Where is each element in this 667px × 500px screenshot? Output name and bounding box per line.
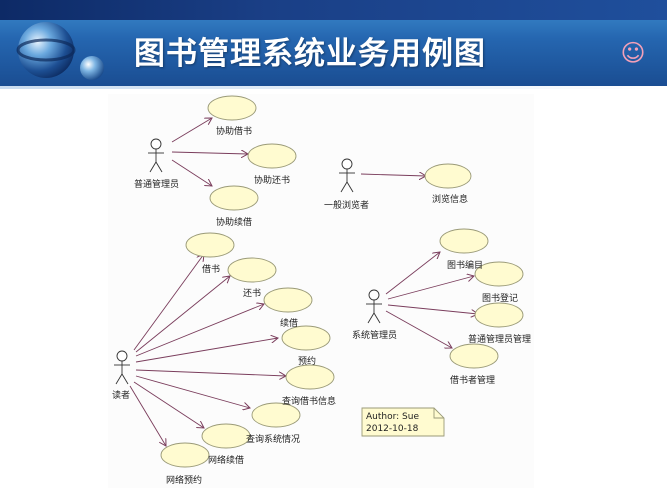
use-case-query-borrow bbox=[285, 364, 335, 390]
actor-admin-label: 系统管理员 bbox=[352, 329, 397, 341]
use-case-online-reserve-label: 网络预约 bbox=[166, 474, 202, 486]
actor-reader-figure bbox=[114, 350, 130, 385]
use-case-reserve bbox=[281, 325, 331, 351]
banner-top-stripe bbox=[0, 0, 667, 20]
assoc-reader-return bbox=[135, 276, 230, 353]
assoc-admin-manage-reader bbox=[385, 310, 452, 348]
assoc-librarian-borrow bbox=[171, 118, 212, 143]
slide-title: 图书管理系统业务用例图 bbox=[134, 36, 486, 72]
use-case-assist-renew bbox=[209, 185, 259, 211]
actor-browser-label: 一般浏览者 bbox=[324, 199, 369, 211]
assoc-browser-browse bbox=[360, 174, 426, 176]
use-case-assist-return-label: 协助还书 bbox=[254, 174, 290, 186]
use-case-manage-librarian-label: 普通管理员管理 bbox=[468, 333, 531, 345]
use-case-browse-info-label: 浏览信息 bbox=[432, 193, 468, 205]
use-case-assist-borrow bbox=[207, 95, 257, 121]
use-case-diagram: 普通管理员 一般浏览者 系统管理员 读者 协助借书 协助还书 协助续借 浏览信息… bbox=[112, 95, 531, 486]
use-case-register-label: 图书登记 bbox=[482, 293, 518, 304]
assoc-reader-borrow bbox=[133, 254, 204, 351]
smiley-icon: ☺ bbox=[620, 39, 646, 67]
note-date: 2012-10-18 bbox=[366, 424, 419, 434]
use-case-renew-label: 续借 bbox=[280, 317, 298, 329]
assoc-reader-online-reserve bbox=[129, 385, 166, 446]
assoc-librarian-renew bbox=[171, 159, 212, 186]
assoc-reader-reserve bbox=[135, 338, 278, 363]
use-case-borrow-label: 借书 bbox=[202, 263, 220, 275]
globe-icon bbox=[16, 22, 104, 80]
use-case-reserve-label: 预约 bbox=[298, 355, 316, 367]
use-case-manage-reader-label: 借书者管理 bbox=[450, 374, 495, 386]
actor-librarian-label: 普通管理员 bbox=[134, 178, 179, 190]
use-case-return-label: 还书 bbox=[243, 287, 261, 299]
use-case-browse-info bbox=[424, 163, 472, 189]
assoc-reader-renew bbox=[135, 304, 264, 357]
use-case-return bbox=[227, 257, 277, 283]
diagram-canvas: 普通管理员 一般浏览者 系统管理员 读者 协助借书 协助还书 协助续借 浏览信息… bbox=[108, 94, 534, 488]
use-case-online-renew bbox=[201, 423, 251, 449]
use-case-catalog-label: 图书编目 bbox=[447, 259, 483, 271]
use-case-assist-renew-label: 协助续借 bbox=[216, 216, 252, 228]
use-case-query-borrow-label: 查询借书信息 bbox=[282, 395, 336, 407]
use-case-register bbox=[474, 261, 524, 287]
use-case-query-system bbox=[251, 402, 301, 428]
author-note: Author: Sue 2012-10-18 bbox=[361, 407, 445, 437]
use-case-assist-return bbox=[247, 143, 297, 169]
assoc-admin-manage-librarian bbox=[387, 304, 478, 314]
assoc-reader-query-borrow bbox=[135, 369, 286, 376]
assoc-librarian-return bbox=[171, 152, 248, 154]
assoc-admin-catalog bbox=[385, 252, 440, 295]
actor-browser-figure bbox=[339, 158, 355, 193]
use-case-manage-librarian bbox=[474, 302, 524, 328]
assoc-reader-query-system bbox=[135, 375, 250, 408]
use-case-manage-reader bbox=[449, 343, 499, 369]
use-case-online-reserve bbox=[160, 442, 210, 468]
use-case-catalog bbox=[439, 228, 489, 254]
use-case-assist-borrow-label: 协助借书 bbox=[216, 125, 252, 137]
note-author: Author: Sue bbox=[366, 412, 419, 422]
use-case-borrow bbox=[185, 232, 235, 258]
actor-admin-figure bbox=[366, 289, 382, 324]
assoc-reader-online-renew bbox=[133, 381, 204, 428]
actor-reader-label: 读者 bbox=[112, 389, 130, 401]
use-case-query-system-label: 查询系统情况 bbox=[246, 433, 300, 445]
use-case-online-renew-label: 网络续借 bbox=[208, 454, 244, 466]
actor-librarian-figure bbox=[148, 138, 164, 173]
banner-divider bbox=[0, 86, 667, 89]
use-case-renew bbox=[263, 287, 313, 313]
assoc-admin-register bbox=[387, 276, 474, 300]
